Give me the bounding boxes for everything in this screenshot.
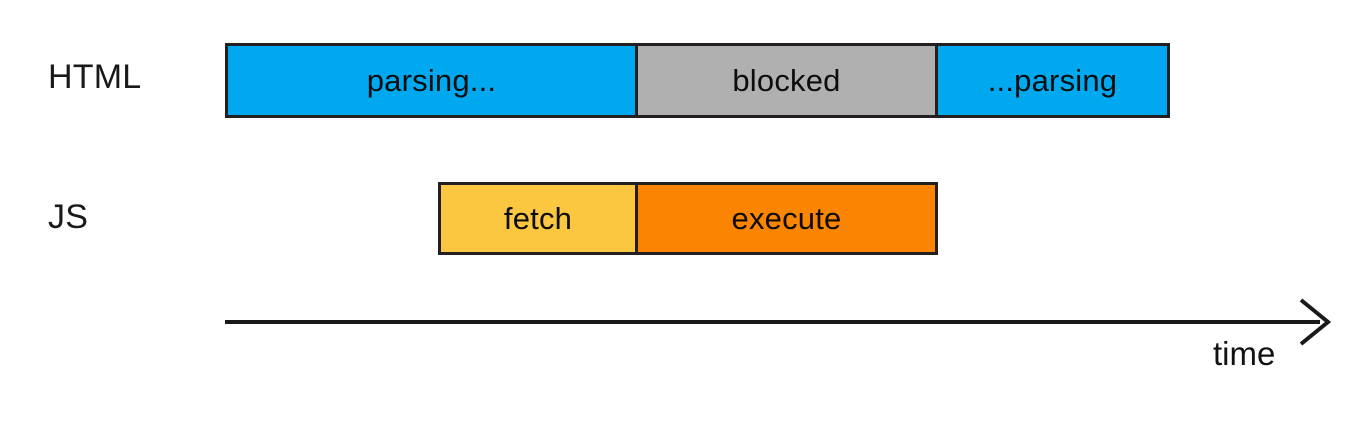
segment-label: fetch: [503, 200, 573, 236]
row-label-html: HTML: [48, 58, 142, 96]
segment-html-blocked: blocked: [635, 43, 938, 118]
timeline-bar-html: parsing... blocked ...parsing: [225, 43, 1170, 118]
row-label-js: JS: [48, 198, 89, 236]
segment-label: parsing...: [366, 62, 497, 98]
segment-label: blocked: [732, 62, 841, 98]
segment-html-parsing-start: parsing...: [225, 43, 638, 118]
segment-label: execute: [731, 200, 842, 236]
time-axis: [225, 298, 1332, 346]
segment-js-execute: execute: [635, 182, 938, 255]
timeline-bar-js: fetch execute: [438, 182, 938, 255]
segment-js-fetch: fetch: [438, 182, 638, 255]
segment-label: ...parsing: [987, 62, 1118, 98]
time-axis-label: time: [1213, 335, 1276, 372]
segment-html-parsing-resume: ...parsing: [935, 43, 1170, 118]
arrow-right-icon: [1299, 298, 1332, 346]
